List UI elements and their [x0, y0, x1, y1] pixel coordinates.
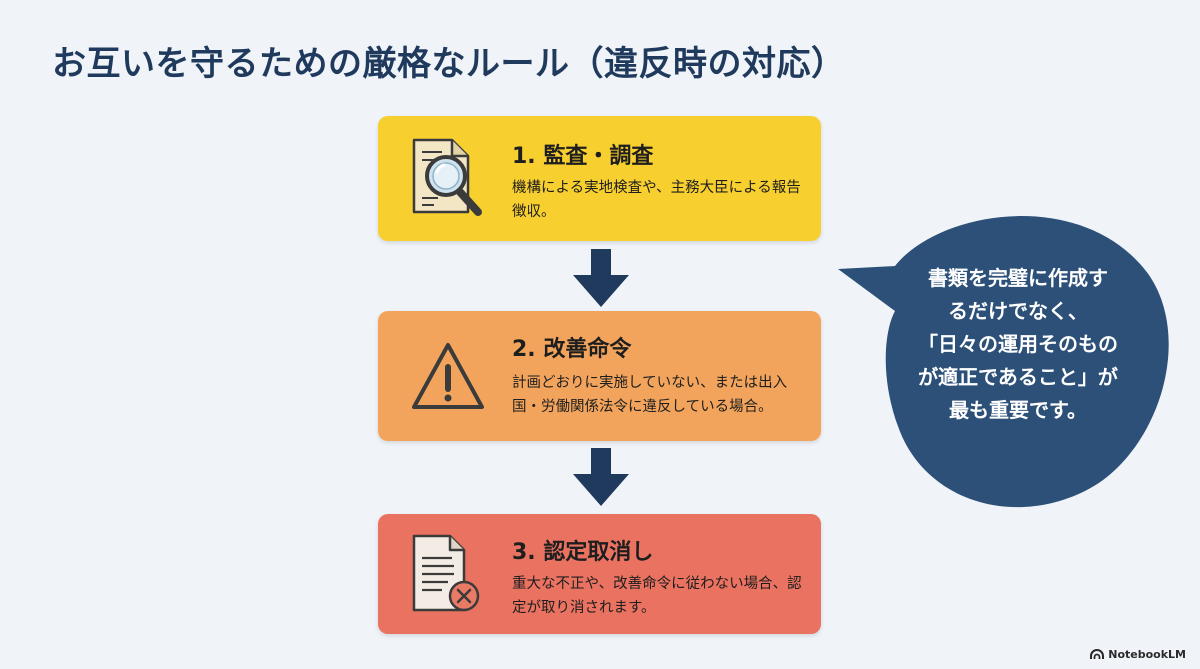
step-improvement-order: 2. 改善命令 計画どおりに実施していない、または出入国・労働関係法令に違反して… — [378, 311, 821, 441]
down-arrow-icon — [573, 249, 629, 307]
step-title: 3. 認定取消し — [512, 540, 654, 565]
step-description: 重大な不正や、改善命令に従わない場合、認定が取り消されます。 — [512, 576, 802, 616]
step-title: 2. 改善命令 — [512, 337, 632, 362]
bubble-text: 書類を完璧に作成す るだけでなく、 「日々の運用そのもの が適正であること」が … — [873, 262, 1163, 427]
step-description: 計画どおりに実施していない、または出入国・労働関係法令に違反している場合。 — [512, 375, 788, 415]
bubble-line: るだけでなく、 — [948, 299, 1088, 323]
bubble-line: 「日々の運用そのもの — [918, 332, 1118, 356]
bubble-line: 最も重要です。 — [949, 398, 1087, 422]
down-arrow-icon — [573, 448, 629, 506]
notebooklm-logo-icon — [1090, 649, 1105, 659]
bubble-line: 書類を完璧に作成す — [928, 266, 1108, 290]
step-revocation: 3. 認定取消し 重大な不正や、改善命令に従わない場合、認定が取り消されます。 — [378, 514, 821, 634]
bubble-line: が適正であること」が — [918, 365, 1118, 389]
step-title: 1. 監査・調査 — [512, 144, 654, 169]
step-description: 機構による実地検査や、主務大臣による報告徴収。 — [512, 180, 801, 220]
speech-bubble — [835, 193, 1171, 513]
page-title: お互いを守るための厳格なルール（違反時の対応） — [52, 44, 846, 84]
warning-triangle-icon — [408, 335, 488, 419]
magnifier-document-icon — [408, 136, 488, 220]
brand-watermark: NotebookLM — [1090, 648, 1186, 661]
brand-name: NotebookLM — [1108, 648, 1186, 661]
step-audit: 1. 監査・調査 機構による実地検査や、主務大臣による報告徴収。 — [378, 116, 821, 241]
document-cancel-icon — [408, 532, 488, 616]
